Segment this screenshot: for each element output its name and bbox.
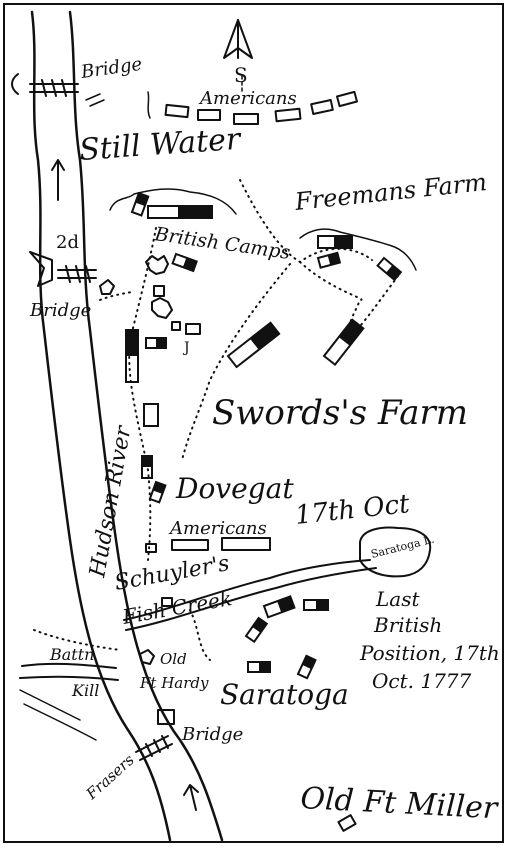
label-frasers: Frasers	[82, 751, 138, 804]
label-saratoga: Saratoga	[220, 678, 349, 711]
label-bridge-left: Bridge	[29, 300, 91, 321]
label-j: J	[182, 340, 190, 356]
label-compass-s: S	[234, 63, 248, 87]
compass-icon	[223, 19, 253, 93]
british-units	[125, 191, 403, 680]
american-lines-north	[147, 90, 358, 125]
label-dovegat: Dovegat	[175, 472, 294, 505]
unit	[125, 329, 139, 383]
label-americans-south: Americans	[168, 518, 267, 539]
label-position-17th: Position, 17th	[359, 641, 500, 665]
unit	[247, 661, 271, 673]
unit	[148, 480, 167, 504]
saratoga-lake	[359, 526, 432, 578]
british-camps-outline	[109, 188, 417, 271]
label-freemans-farm: Freemans Farm	[293, 168, 488, 216]
label-still-water: Still Water	[78, 122, 243, 168]
label-old: Old	[160, 650, 187, 668]
unit	[143, 403, 159, 427]
unit	[226, 321, 281, 369]
map-frame	[3, 3, 504, 843]
unit	[262, 595, 296, 619]
bridge-left-icon	[29, 251, 97, 287]
label-battn: Battn	[49, 645, 94, 664]
small-markers	[99, 255, 357, 832]
unit	[316, 251, 342, 269]
american-lines-south	[171, 537, 271, 551]
label-ft-hardy: Ft Hardy	[139, 674, 209, 692]
label-hudson-river: Hudson River	[85, 423, 137, 580]
label-saratoga-lake: Saratoga L.	[370, 533, 436, 561]
label-americans-north: Americans	[198, 88, 297, 109]
bridge-bottom-icon	[135, 735, 173, 761]
unit	[147, 205, 213, 219]
label-old-ft-miller: Old Ft Miller	[300, 781, 500, 826]
unit	[130, 191, 150, 217]
label-bridge-top: Bridge	[79, 54, 144, 83]
label-oct-1777: Oct. 1777	[372, 669, 472, 693]
unit	[141, 455, 153, 479]
unit	[303, 599, 329, 611]
unit	[296, 654, 317, 680]
unit	[322, 318, 365, 367]
label-kill: Kill	[71, 681, 99, 700]
bridge-top-icon	[11, 73, 105, 107]
label-fish-creek: Fish Creek	[120, 586, 234, 629]
label-17th-oct: 17th Oct	[294, 489, 412, 531]
label-swords-farm: Swords's Farm	[212, 393, 468, 433]
label-2d: 2d	[56, 232, 79, 253]
unit	[145, 337, 167, 349]
label-british: British	[373, 613, 442, 637]
label-bridge-bottom: Bridge	[181, 724, 243, 745]
label-british-camps: British Camps	[152, 223, 292, 264]
roads	[33, 179, 399, 661]
label-last: Last	[375, 587, 420, 611]
unit	[171, 252, 198, 273]
unit	[244, 616, 269, 644]
creeks	[19, 559, 377, 741]
hudson-river	[30, 10, 224, 842]
unit	[317, 235, 353, 249]
